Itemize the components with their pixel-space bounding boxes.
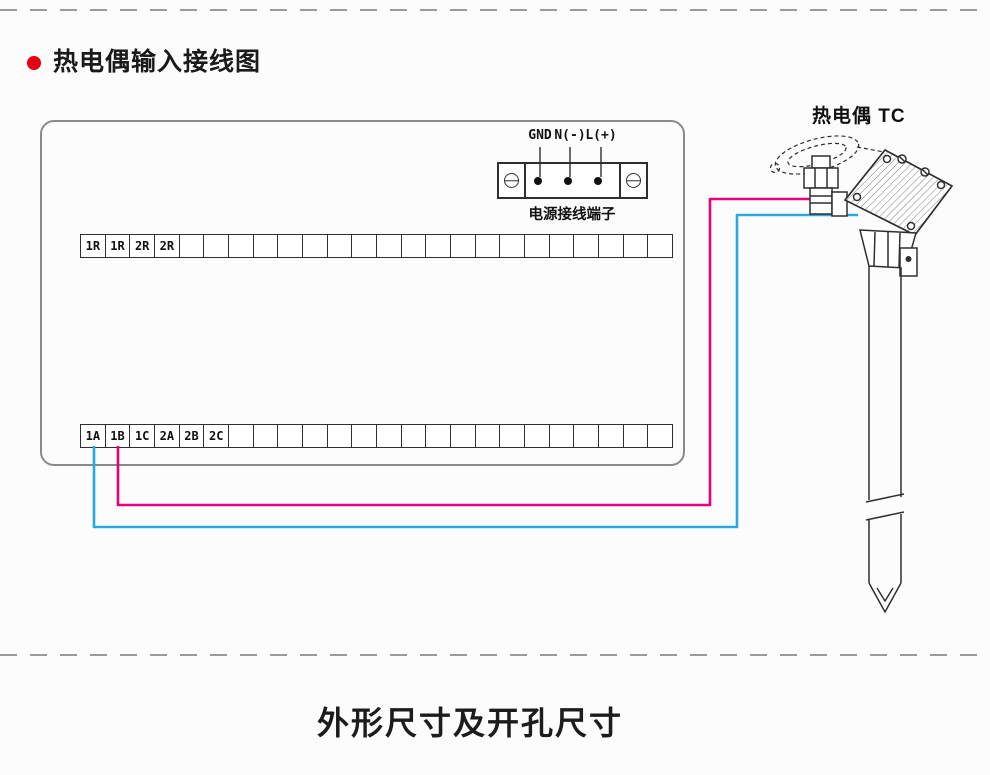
terminal-cell bbox=[204, 235, 230, 257]
power-terminal-mount-left bbox=[499, 164, 526, 197]
terminal-cell bbox=[229, 235, 254, 257]
terminal-cell bbox=[550, 425, 575, 447]
terminal-cell bbox=[377, 235, 402, 257]
power-terminal-caption: 电源接线端子 bbox=[528, 207, 616, 223]
terminal-cell: 2R bbox=[130, 235, 156, 257]
terminal-cell: 1B bbox=[106, 425, 131, 447]
power-label-gnd: GND bbox=[528, 128, 552, 143]
terminal-cell bbox=[574, 425, 600, 447]
terminal-cell bbox=[476, 235, 501, 257]
terminal-cell bbox=[278, 235, 304, 257]
terminal-cell: 1C bbox=[130, 425, 156, 447]
terminal-cell bbox=[229, 425, 254, 447]
terminal-cell bbox=[500, 235, 526, 257]
terminal-cell: 2A bbox=[155, 425, 180, 447]
probe-sheath bbox=[865, 266, 905, 614]
thermocouple-label: 热电偶 TC bbox=[812, 106, 906, 127]
page-title: 热电偶输入接线图 bbox=[53, 48, 262, 76]
terminal-cell bbox=[648, 425, 672, 447]
cable-gland bbox=[803, 155, 848, 217]
mount-hole-icon bbox=[626, 173, 641, 188]
bullet-icon bbox=[27, 56, 41, 70]
terminal-cell bbox=[525, 425, 550, 447]
terminal-cell bbox=[254, 425, 279, 447]
power-terminal-block bbox=[497, 162, 648, 199]
terminal-cell bbox=[377, 425, 402, 447]
terminal-cell bbox=[402, 425, 427, 447]
terminal-dot-l bbox=[594, 176, 602, 185]
connection-head bbox=[843, 149, 954, 236]
terminal-cell bbox=[624, 235, 649, 257]
power-terminal-contacts bbox=[526, 164, 619, 197]
thermocouple-drawing bbox=[769, 135, 954, 614]
terminal-cell: 1R bbox=[106, 235, 131, 257]
terminal-cell bbox=[352, 235, 378, 257]
terminal-cell bbox=[550, 235, 575, 257]
terminal-cell bbox=[180, 235, 205, 257]
terminal-cell: 1R bbox=[81, 235, 106, 257]
terminal-cell: 2C bbox=[204, 425, 230, 447]
probe-tip-chevron bbox=[876, 587, 894, 603]
terminal-cell bbox=[352, 425, 378, 447]
terminal-cell bbox=[278, 425, 304, 447]
thermocouple-cover-dashed bbox=[769, 135, 885, 175]
terminal-cell bbox=[525, 235, 550, 257]
terminal-cell bbox=[426, 235, 452, 257]
probe-tip bbox=[868, 582, 902, 614]
terminal-dot-n bbox=[564, 176, 572, 185]
terminal-cell bbox=[574, 235, 600, 257]
bottom-dashed-border bbox=[0, 654, 990, 657]
terminal-cell bbox=[451, 235, 476, 257]
power-label-line: L(+) bbox=[585, 128, 617, 143]
power-terminal-mount-right bbox=[619, 164, 646, 197]
terminal-cell bbox=[402, 235, 427, 257]
terminal-cell bbox=[599, 235, 624, 257]
terminal-cell bbox=[328, 425, 353, 447]
terminal-cell: 2B bbox=[180, 425, 205, 447]
terminal-cell bbox=[254, 235, 279, 257]
mount-hole-icon bbox=[504, 173, 519, 188]
terminal-cell bbox=[500, 425, 526, 447]
footer-section-title: 外形尺寸及开孔尺寸 bbox=[316, 705, 623, 741]
terminal-cell bbox=[328, 235, 353, 257]
terminal-cell bbox=[303, 425, 328, 447]
sensor-neck bbox=[859, 229, 917, 269]
terminal-cell bbox=[476, 425, 501, 447]
terminal-cell: 1A bbox=[81, 425, 106, 447]
terminal-cell bbox=[648, 235, 672, 257]
terminal-cell bbox=[599, 425, 624, 447]
terminal-cell bbox=[451, 425, 476, 447]
power-label-neutral: N(-) bbox=[554, 128, 586, 143]
terminal-cell bbox=[426, 425, 452, 447]
terminal-cell bbox=[624, 425, 649, 447]
neck-terminal-detail bbox=[899, 247, 918, 277]
terminal-cell: 2R bbox=[155, 235, 180, 257]
terminal-cell bbox=[303, 235, 328, 257]
top-dashed-border bbox=[0, 9, 990, 12]
terminal-dot-gnd bbox=[534, 176, 542, 185]
